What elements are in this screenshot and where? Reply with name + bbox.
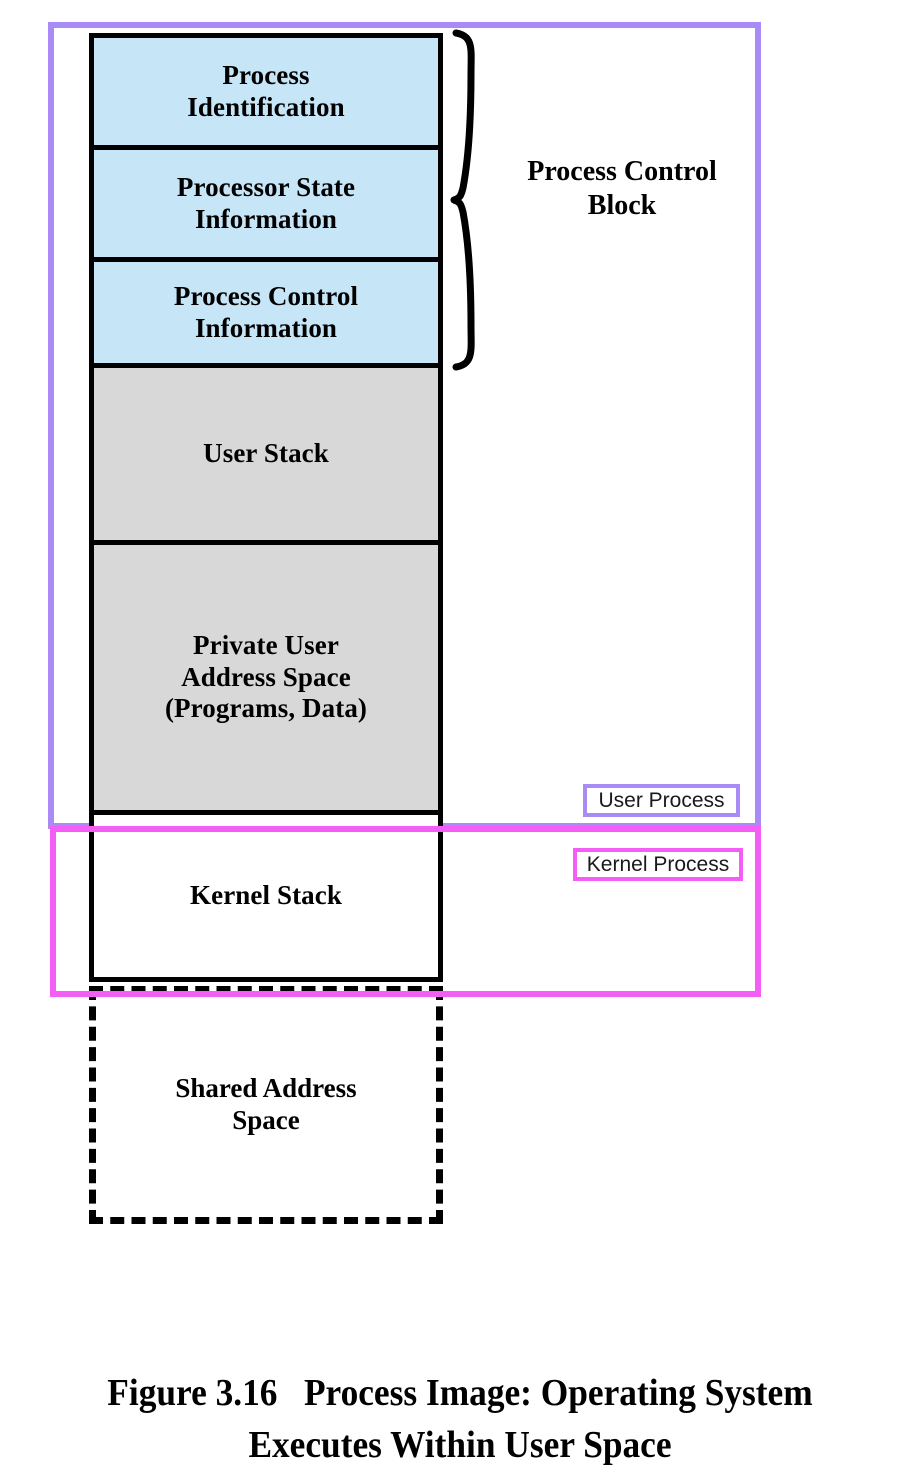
segment-label-line1: Processor State — [176, 171, 356, 202]
figure-caption: Figure 3.16 Process Image: Operating Sys… — [32, 1368, 888, 1471]
segment-label-line1: Shared Address — [175, 1073, 357, 1104]
pcb-label-line1: Process Control — [527, 156, 717, 187]
segment-kernel-stack: Kernel Stack — [89, 810, 443, 982]
segment-label-line3: (Programs, Data) — [164, 693, 368, 724]
process-control-block-brace-icon — [448, 28, 488, 373]
figure-caption-line2: Executes Within User Space — [248, 1423, 672, 1466]
segment-private-user-address-space: Private User Address Space (Programs, Da… — [89, 540, 443, 810]
legend-kernel-process-label: Kernel Process — [586, 852, 730, 876]
figure-caption-line1: Figure 3.16 Process Image: Operating Sys… — [107, 1372, 813, 1414]
segment-label-line1: User Stack — [203, 438, 329, 469]
segment-shared-address-space: Shared Address Space — [89, 986, 443, 1224]
segment-label-line1: Kernel Stack — [190, 880, 342, 911]
segment-label-line1: Process Control — [173, 280, 359, 311]
process-control-block-label: Process Control Block — [492, 155, 752, 222]
segment-processor-state-information: Processor State Information — [89, 145, 443, 257]
segment-label-line2: Address Space — [181, 661, 351, 692]
segment-label-line1: Private User — [193, 629, 339, 660]
legend-user-process-label: User Process — [598, 788, 725, 812]
legend-user-process: User Process — [583, 784, 740, 817]
segment-label-line2: Space — [232, 1105, 300, 1135]
segment-label-line2: Information — [194, 312, 338, 343]
segment-label-line1: Process — [222, 59, 310, 90]
segment-user-stack: User Stack — [89, 368, 443, 540]
process-image-column: Process Identification Processor State I… — [89, 33, 443, 982]
legend-kernel-process: Kernel Process — [573, 848, 743, 881]
segment-process-identification: Process Identification — [89, 33, 443, 145]
segment-label-line2: Information — [194, 203, 338, 234]
segment-process-control-information: Process Control Information — [89, 257, 443, 368]
pcb-label-line2: Block — [587, 189, 657, 221]
segment-label-line2: Identification — [187, 91, 345, 122]
